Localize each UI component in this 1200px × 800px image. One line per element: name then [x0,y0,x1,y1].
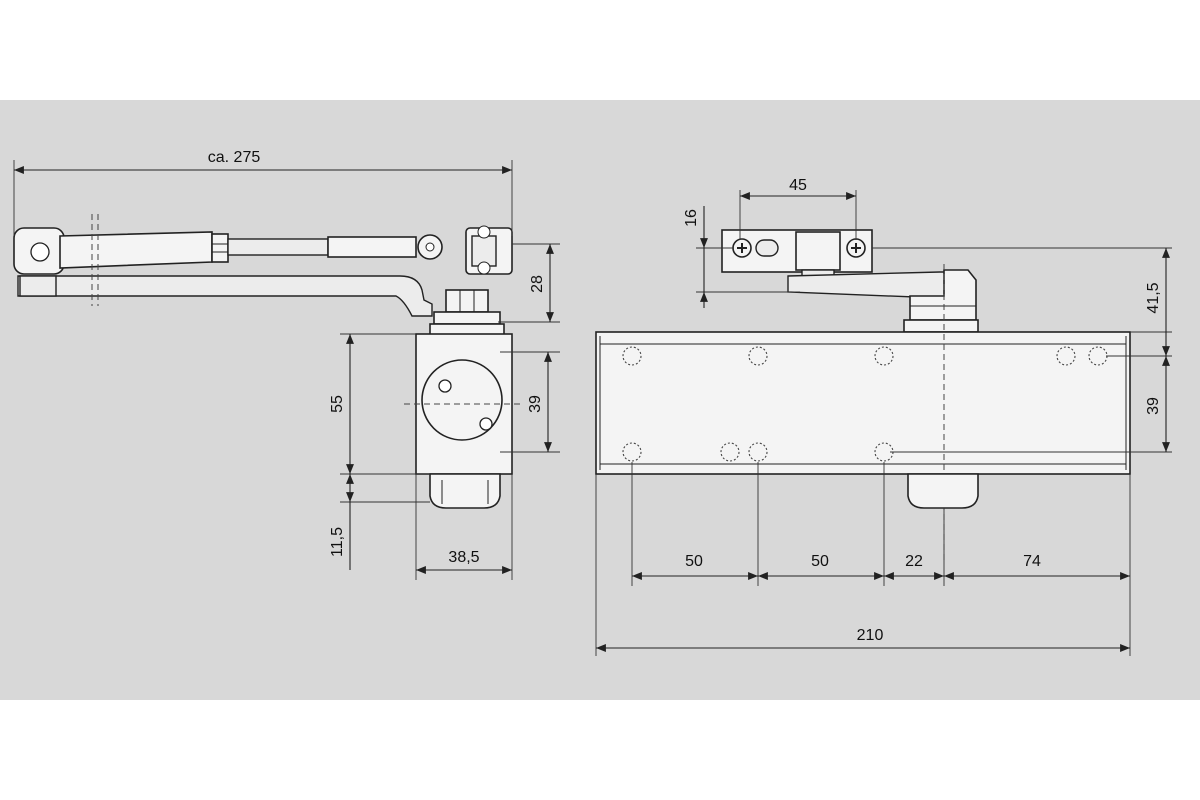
side-closer-body [404,333,520,509]
dim-spindle-spacing: 39 [527,395,544,413]
dim-front-spindle-spacing: 39 [1145,397,1162,415]
side-arm-assembly [13,214,513,317]
dim-arm-offset: 41,5 [1145,282,1162,313]
dim-body-depth: 38,5 [448,549,479,566]
dim-hole-spacing-2: 50 [811,553,829,570]
dim-arm-height: 28 [529,275,546,293]
front-mounting-bracket [721,229,873,287]
dim-body-height: 55 [329,395,346,413]
dim-bracket-width: 45 [789,177,807,194]
dim-end-offset: 74 [1023,553,1041,570]
dim-bracket-offset: 16 [683,209,700,227]
front-closer-body [595,264,1131,560]
dim-front-overall-length: 210 [857,627,884,644]
dim-spindle-offset: 22 [905,553,923,570]
dim-bottom-offset: 11,5 [329,527,346,557]
dim-hole-spacing-1: 50 [685,553,703,570]
front-view: 45 16 41,5 39 50 50 22 74 210 [595,177,1172,656]
dim-overall-length: ca. 275 [208,149,261,166]
side-spindle-nut [429,289,505,337]
side-view: ca. 275 28 55 39 11,5 38,5 [13,149,560,580]
